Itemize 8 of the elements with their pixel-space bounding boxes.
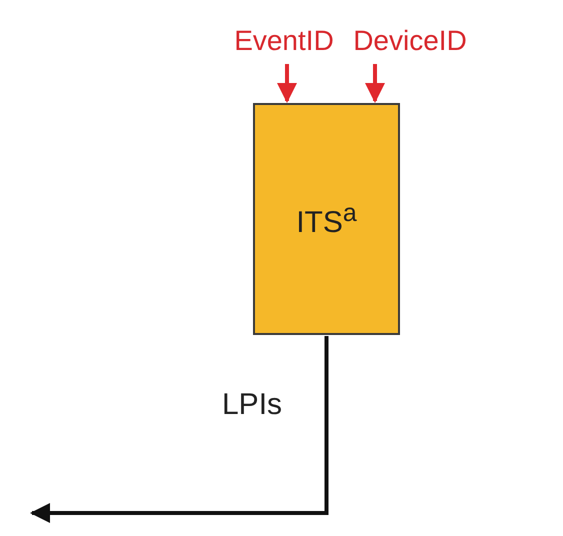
signal-label: DeviceID	[348, 22, 472, 60]
box-label: ITS$^{a}$	[296, 198, 357, 240]
arrow	[277, 64, 297, 103]
arrow	[30, 336, 328, 523]
arrow	[365, 64, 385, 103]
process-box	[253, 103, 400, 335]
edge-label: LPIs	[222, 388, 282, 422]
signal-label: EventID	[226, 22, 342, 60]
